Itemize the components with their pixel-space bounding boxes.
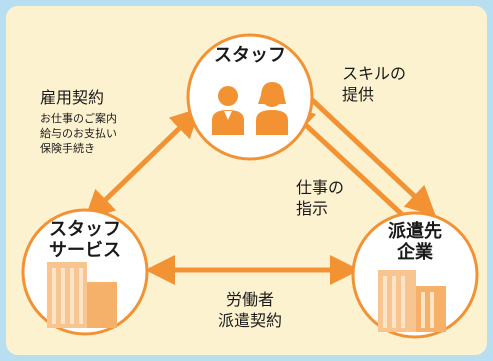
skill-arrow xyxy=(305,93,436,217)
client-label: 派遣先 企業 xyxy=(365,221,465,263)
staff-service-label: スタッフ サービス xyxy=(25,219,145,261)
office-building-icon xyxy=(47,262,117,328)
employment-contract-title: 雇用契約 xyxy=(40,88,105,107)
staff-service-label-line1: スタッフ xyxy=(49,219,121,240)
instruction-label-line1: 仕事の xyxy=(296,178,345,197)
skill-provision-label: スキルの 提供 xyxy=(342,64,406,106)
employment-detail-3: 保険手続き xyxy=(40,141,95,155)
dispatch-label-line1: 労働者 xyxy=(225,290,274,309)
instruction-arrow xyxy=(284,104,410,222)
employment-detail-2: 給与のお支払い xyxy=(40,126,117,140)
employment-detail-1: お仕事のご案内 xyxy=(40,112,117,125)
employment-contract-label: 雇用契約 お仕事のご案内 給与のお支払い 保険手続き xyxy=(40,84,117,157)
work-instruction-label: 仕事の 指示 xyxy=(296,178,344,220)
skill-label-line2: 提供 xyxy=(342,84,375,104)
people-icon xyxy=(212,82,288,135)
skill-label-line1: スキルの xyxy=(342,64,407,83)
dispatch-label-line2: 派遣契約 xyxy=(217,310,282,330)
employment-arrow xyxy=(84,107,201,221)
dispatch-contract-label: 労働者 派遣契約 xyxy=(200,290,300,332)
client-label-line1: 派遣先 xyxy=(388,221,442,242)
staff-label: スタッフ xyxy=(214,45,286,66)
company-building-icon xyxy=(378,270,446,332)
client-label-line2: 企業 xyxy=(397,241,433,263)
instruction-label-line2: 指示 xyxy=(296,198,329,218)
staff-service-label-line2: サービス xyxy=(49,239,121,261)
